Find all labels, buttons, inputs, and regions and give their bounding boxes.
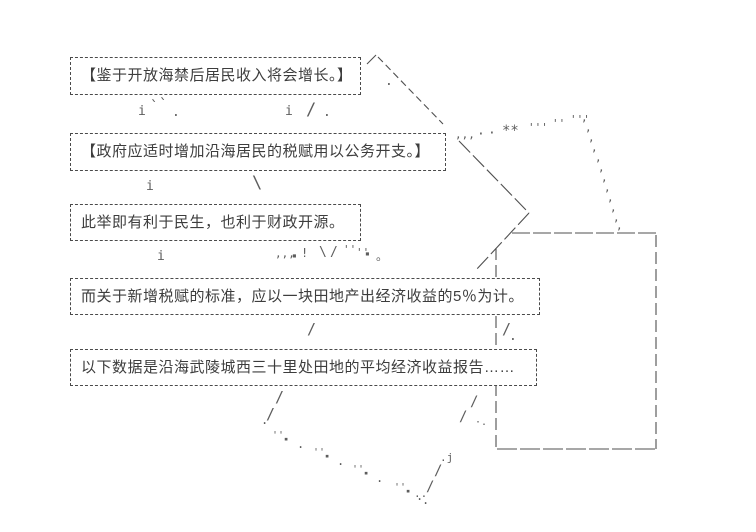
aa-line-peak-stroke <box>366 54 377 65</box>
aa-line-shoulder-diagonal <box>377 56 444 125</box>
dialogue-text-1: 【鉴于开放海禁后居民收入将会增长。】 <box>81 67 353 84</box>
dialogue-box-4: 而关于新增税赋的标准，应以一块田地产出经济收益的5％为计。 <box>70 278 540 315</box>
aa-line-arm-diagonal-down <box>458 140 530 214</box>
dialogue-box-2: 【政府应适时增加沿海居民的税赋用以公务开支。】 <box>70 133 446 171</box>
dialogue-text-4: 而关于新增税赋的标准，应以一块田地产出经济收益的5％为计。 <box>81 288 524 305</box>
dialogue-text-5: 以下数据是沿海武陵城西三十里处田地的平均经济收益报告…… <box>81 359 516 376</box>
aa-line-arm-diagonal-back <box>475 212 530 271</box>
dialogue-box-5: 以下数据是沿海武陵城西三十里处田地的平均经济收益报告…… <box>70 349 537 386</box>
dialogue-box-1: 【鉴于开放海禁后居民收入将会增长。】 <box>70 57 361 95</box>
dialogue-text-3: 此举即有利于民生，也利于财政开源。 <box>81 214 345 231</box>
dialogue-box-3: 此举即有利于民生，也利于财政开源。 <box>70 204 361 241</box>
dialogue-text-2: 【政府应适时增加沿海居民的税赋用以公务开支。】 <box>81 143 431 160</box>
